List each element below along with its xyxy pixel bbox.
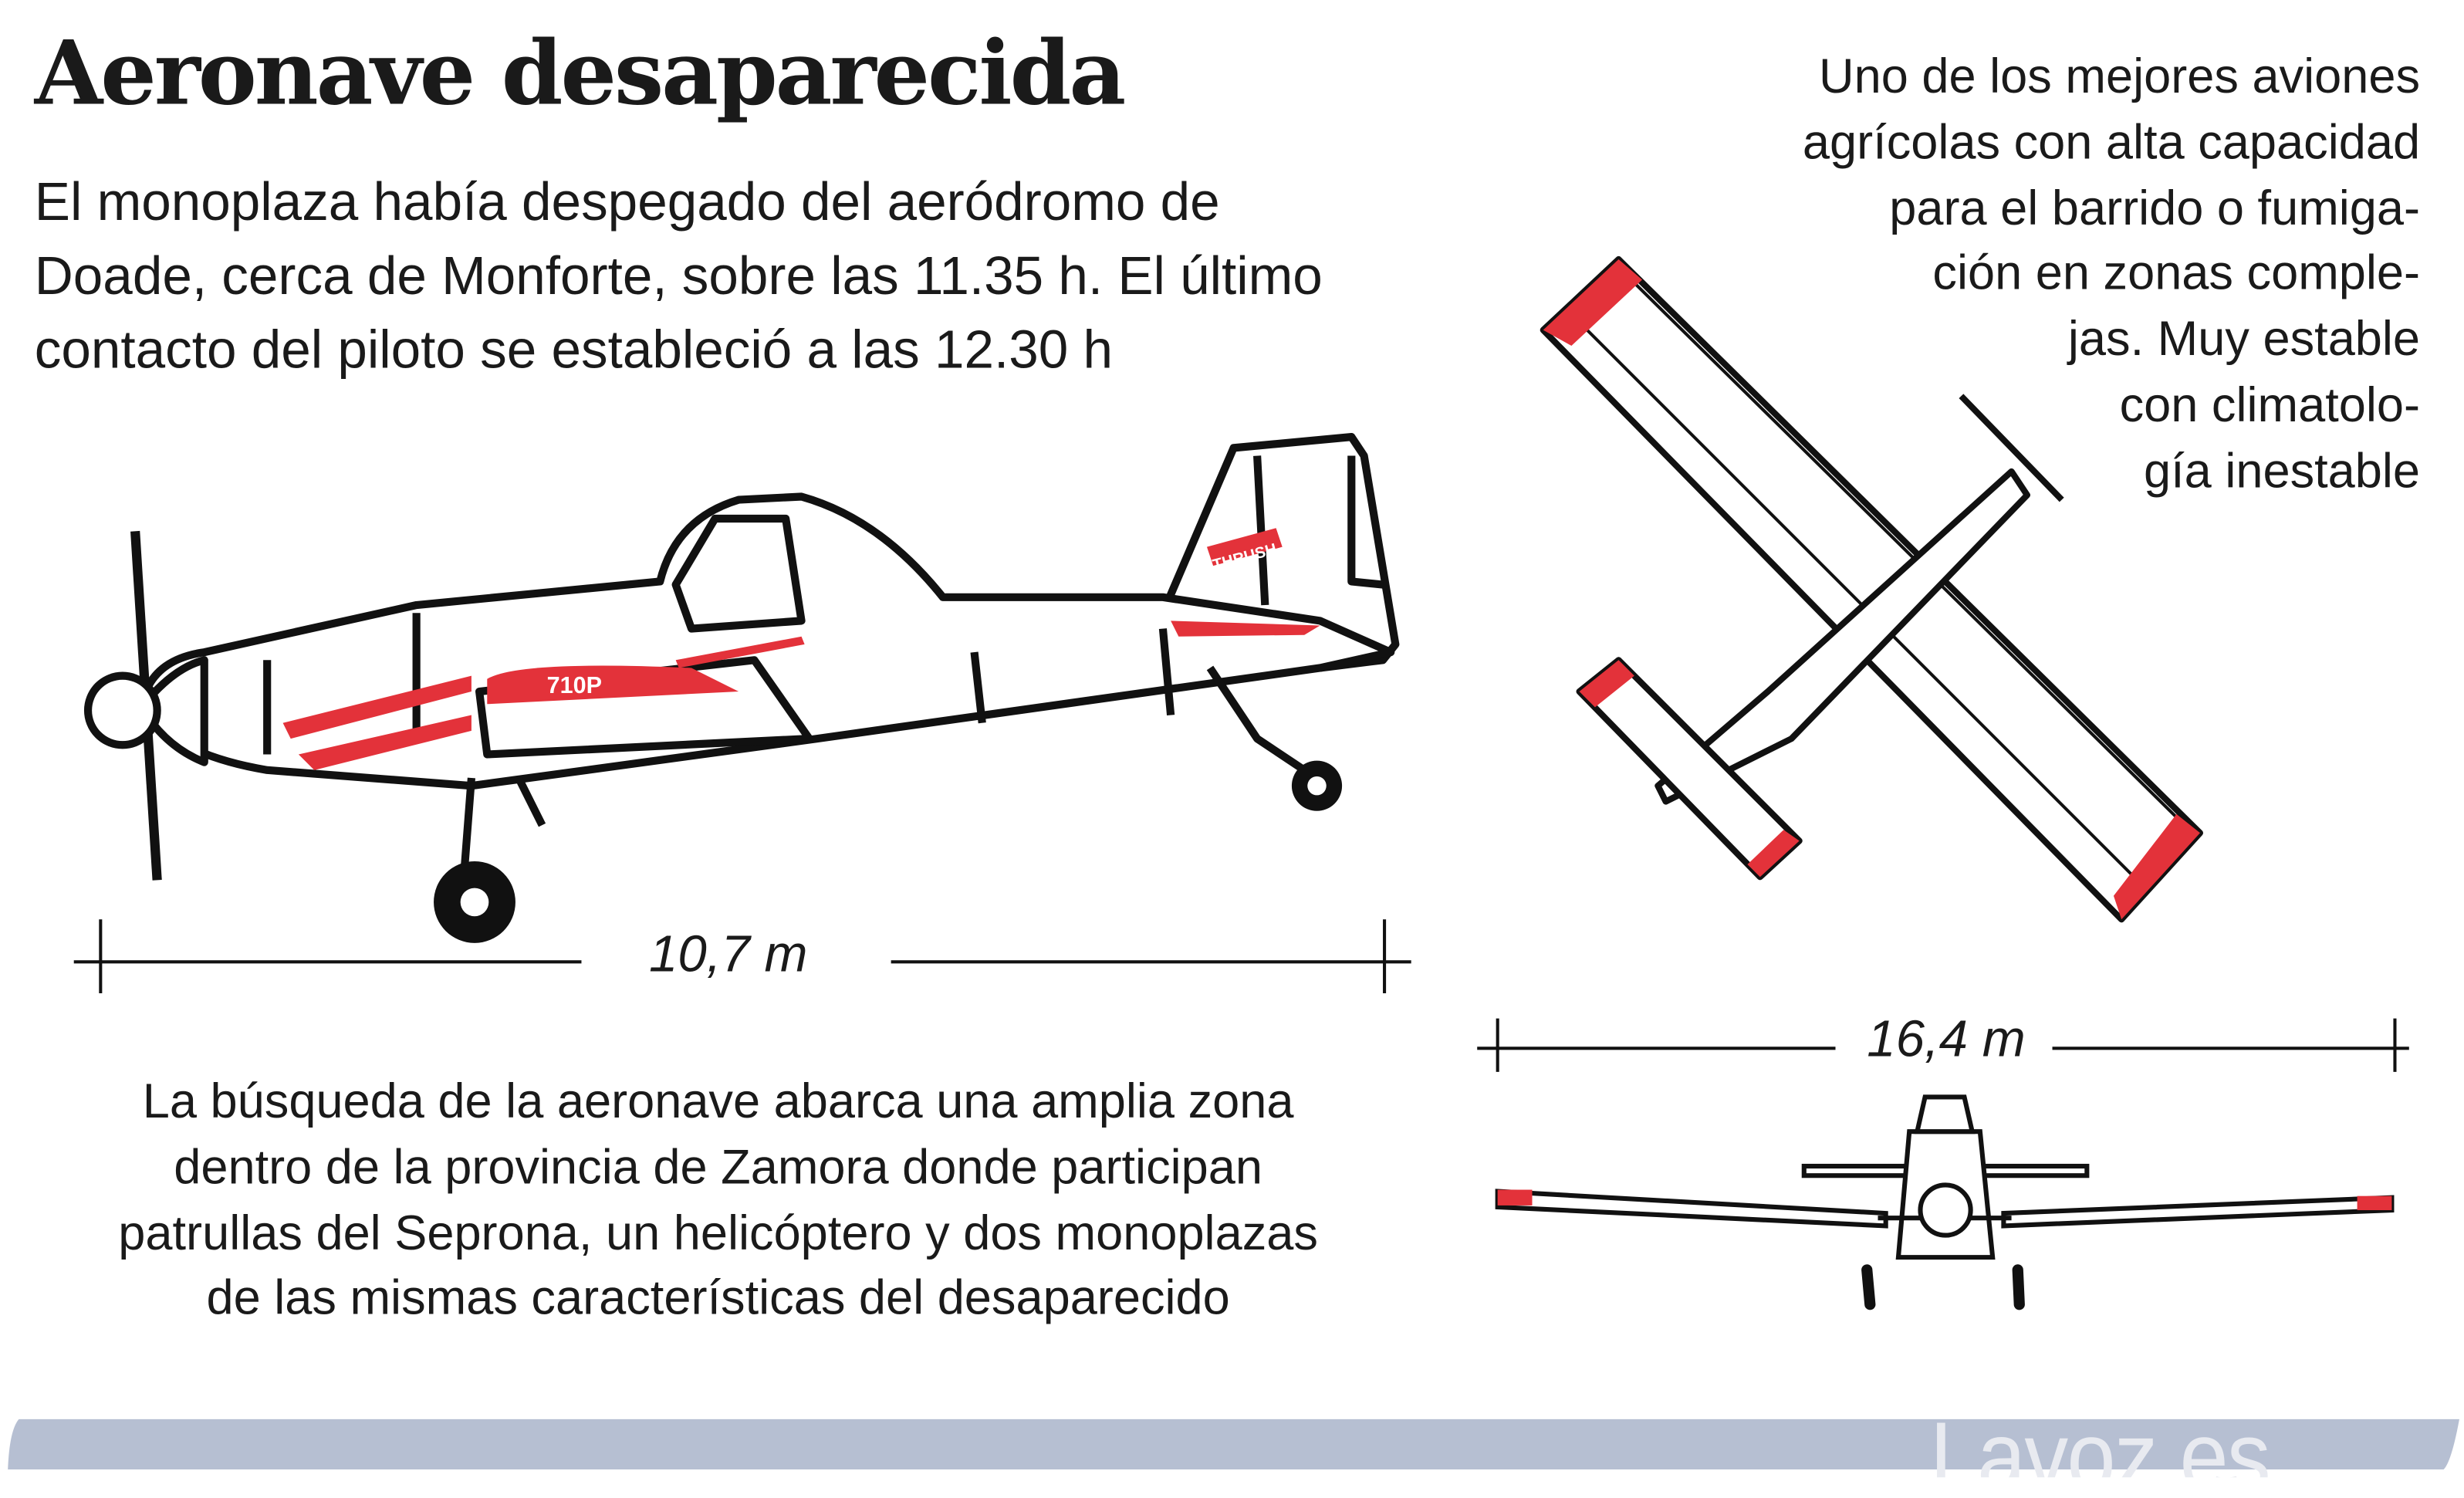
description-line: agrícolas con alta capacidad: [1802, 114, 2421, 170]
lavoz-logo[interactable]: Lavoz.es: [1929, 1414, 2271, 1478]
aircraft-description: Uno de los mejores aviones agrícolas con…: [1803, 44, 2420, 504]
description-line: Uno de los mejores aviones: [1819, 49, 2421, 104]
wingspan-label: 16,4 m: [1867, 1009, 2026, 1067]
intro-line: contacto del piloto se estableció a las …: [34, 320, 1114, 380]
length-dimension-line: [73, 919, 1411, 994]
intro-line: El monoplaza había despegado del aeródro…: [34, 173, 1220, 233]
description-line: ción en zonas comple-: [1932, 245, 2421, 301]
description-line: con climatolo-: [2119, 377, 2421, 432]
description-line: jas. Muy estable: [2067, 311, 2421, 367]
search-line: La búsqueda de la aeronave abarca una am…: [142, 1073, 1294, 1129]
description-line: para el barrido o fumiga-: [1889, 180, 2421, 235]
page-title: Aeronave desaparecida: [34, 22, 1126, 126]
footer-bar: Lavoz.es: [0, 1415, 2464, 1477]
front-propeller-hub: [1918, 1182, 1973, 1238]
search-paragraph: La búsqueda de la aeronave abarca una am…: [0, 1069, 1436, 1331]
registration-mark: 710P: [547, 672, 602, 698]
description-line: gía inestable: [2144, 442, 2421, 499]
length-label: 10,7 m: [649, 924, 808, 982]
wingspan-dimension-line: [1477, 1018, 2409, 1072]
footer-bar-shape: [8, 1419, 2459, 1470]
search-line: dentro de la provincia de Zamora donde p…: [174, 1138, 1262, 1195]
search-line: patrullas del Seprona, un helicóptero y …: [118, 1205, 1318, 1260]
intro-line: Doade, cerca de Monforte, sobre las 11.3…: [34, 246, 1323, 307]
intro-paragraph: El monoplaza había despegado del aeródro…: [35, 167, 1449, 388]
search-line: de las mismas características del desapa…: [206, 1270, 1230, 1326]
